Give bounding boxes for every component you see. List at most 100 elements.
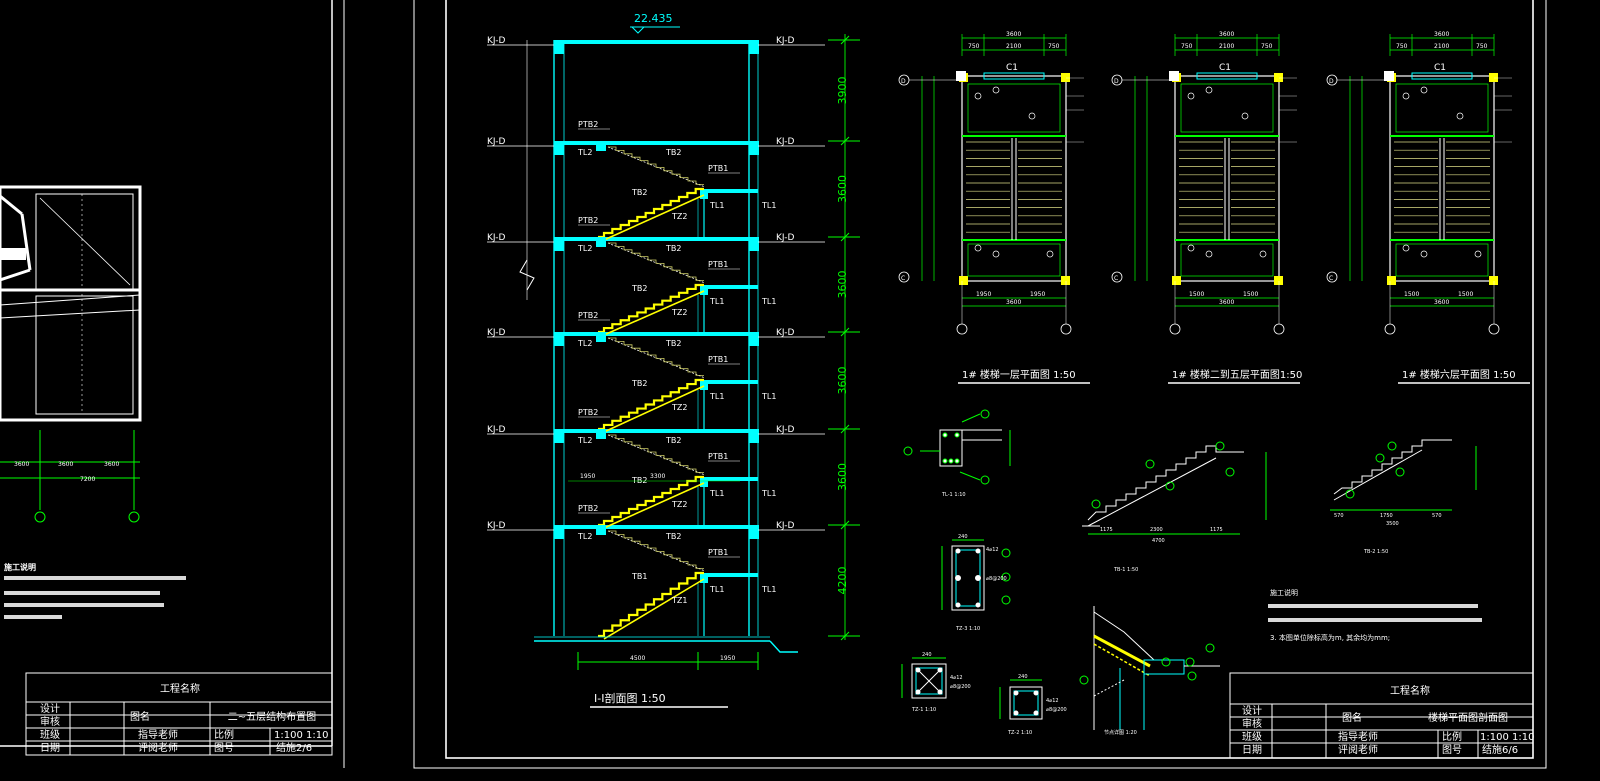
lower-flight-steps <box>598 283 704 334</box>
plan-axis-c: C <box>1329 275 1333 282</box>
left-number: 结施2/6 <box>276 741 312 754</box>
title-block-right <box>1229 672 1534 759</box>
label-column: TZ2 <box>671 500 687 509</box>
upper-flight-steps <box>608 242 704 281</box>
detail-tb2-total: 3500 <box>1386 521 1399 527</box>
label-tl2: TL2 <box>577 436 592 445</box>
label-column: TZ2 <box>671 308 687 317</box>
label-tb2-top: TB2 <box>665 436 681 445</box>
plan-dim-total: 3600 <box>1006 31 1021 38</box>
detail-tz2-stirrup: ⌀8@200 <box>1046 707 1067 713</box>
beam-label-right: KJ-D <box>776 425 794 435</box>
label-flight: TB1 <box>631 572 647 581</box>
left-scale-label: 比例 <box>214 728 234 741</box>
section-stair-flights <box>596 141 758 640</box>
beam-label-right: KJ-D <box>776 233 794 243</box>
notes-title: 施工说明 <box>1270 588 1298 597</box>
detail-tz2-rebar: 4⌀12 <box>1046 698 1059 704</box>
detail-tz1-rebar: 4⌀12 <box>950 675 963 681</box>
wall-beam-left <box>554 429 564 443</box>
label-ptb2: PTB2 <box>578 311 598 320</box>
upper-flight-steps <box>608 530 704 569</box>
wall-beam-right <box>749 237 759 251</box>
section-walls <box>553 40 759 636</box>
plan-dim-total: 3600 <box>1006 299 1021 306</box>
detail-tb2 <box>1330 439 1477 511</box>
floor-slab <box>554 141 758 145</box>
detail-tz3-size: 240 <box>958 534 968 540</box>
floor-slab <box>554 429 758 433</box>
beam-label-right: KJ-D <box>776 36 794 46</box>
label-ptb2: PTB2 <box>578 120 598 129</box>
left-sheet: 3600 3600 3600 7200 施工说明 工程名称 设计 审核 班级 <box>0 0 345 768</box>
title-block-left <box>25 672 333 756</box>
height-dimension: 3600 <box>836 271 849 299</box>
lower-flight-slab <box>603 385 705 433</box>
wall-beam-left <box>554 141 564 155</box>
section-bottom-dims <box>577 652 759 670</box>
label-ptb1: PTB1 <box>708 548 728 557</box>
plan-dim-bottom: 1500 <box>1404 291 1419 298</box>
detail-tb2-title: TB-2 1:50 <box>1363 549 1388 555</box>
plan-dim-total: 3600 <box>1434 299 1449 306</box>
left-project-name: 工程名称 <box>160 682 200 695</box>
plan-dim-total: 3600 <box>1219 299 1234 306</box>
label-ptb1: PTB1 <box>708 355 728 364</box>
label-ptb2: PTB2 <box>578 504 598 513</box>
detail-node <box>1079 606 1220 730</box>
plan-dim-top: 750 <box>1396 43 1408 50</box>
construction-notes: 施工说明 3. 本图单位除标高为m, 其余均为mm; <box>1268 588 1482 642</box>
left-drawing-label: 图名 <box>130 710 150 723</box>
notes-line-3: 3. 本图单位除标高为m, 其余均为mm; <box>1270 633 1390 642</box>
floor-slab <box>554 40 758 44</box>
wall-beam-left <box>554 525 564 539</box>
left-dim-1: 3600 <box>14 461 29 468</box>
landing-slab <box>705 477 758 481</box>
detail-drawings: TL-1 1:10 1175 2300 1175 4700 TB-1 1:50 <box>901 409 1482 736</box>
lower-flight-steps <box>598 378 704 431</box>
label-ptb2: PTB2 <box>578 408 598 417</box>
label-flight: TB2 <box>631 188 647 197</box>
plan-dim-bottom: 1950 <box>1030 291 1045 298</box>
detail-tz1 <box>901 657 947 699</box>
right-number-label: 图号 <box>1442 744 1462 756</box>
left-dim-3: 3600 <box>104 461 119 468</box>
label-tl1-outer: TL1 <box>761 201 776 210</box>
plan-dim-top: 750 <box>1181 43 1193 50</box>
detail-tz3-title: TZ-3 1:10 <box>955 626 980 632</box>
beam-label-left: KJ-D <box>487 425 505 435</box>
landing-beam <box>700 189 708 199</box>
right-row-design: 设计 <box>1242 704 1262 717</box>
beam-label-right: KJ-D <box>776 328 794 338</box>
beam-label-left: KJ-D <box>487 233 505 243</box>
section-bottom-dim-1: 4500 <box>630 655 645 662</box>
lower-flight-slab <box>603 578 705 640</box>
plan-window-label: C1 <box>1434 63 1446 73</box>
section-title: I-I剖面图 1:50 <box>594 691 666 705</box>
upper-flight-steps <box>608 337 704 376</box>
landing-slab <box>705 189 758 193</box>
lower-flight-slab <box>603 194 705 241</box>
detail-tb2-markers <box>1345 441 1405 499</box>
landing-beam <box>700 477 708 487</box>
right-scale: 1:100 1:10 <box>1480 732 1534 743</box>
detail-tz3-stirrup: ⌀8@200 <box>986 576 1007 582</box>
label-flight: TB2 <box>631 379 647 388</box>
label-tl1-inner: TL1 <box>709 585 724 594</box>
right-drawing-name: 楼梯平面图剖面图 <box>1428 711 1508 724</box>
plan-dim-top: 2100 <box>1219 43 1234 50</box>
plan-title: 1# 楼梯二到五层平面图1:50 <box>1172 368 1302 381</box>
landing-slab <box>705 573 758 577</box>
label-tl2: TL2 <box>577 339 592 348</box>
upper-flight-steps <box>608 146 704 185</box>
landing-beam <box>700 285 708 295</box>
label-flight: TB2 <box>631 476 647 485</box>
label-tl1-outer: TL1 <box>761 392 776 401</box>
detail-tb1-dim-3: 1175 <box>1210 527 1223 533</box>
beam-label-left: KJ-D <box>487 328 505 338</box>
label-tb2-top: TB2 <box>665 148 681 157</box>
